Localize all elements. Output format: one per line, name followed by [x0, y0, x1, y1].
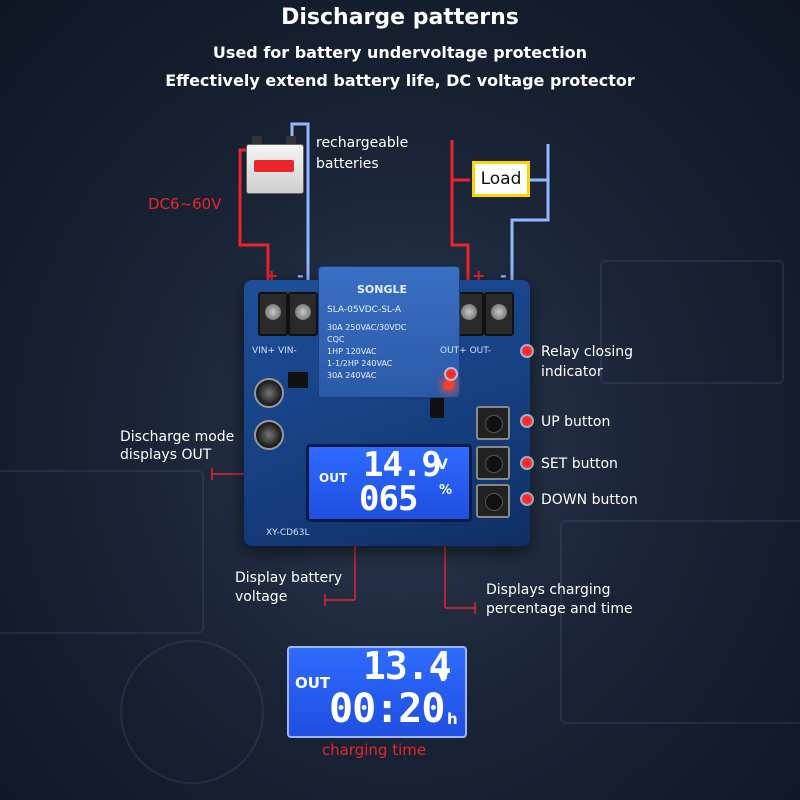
- charging-pct-label-1: Displays charging: [486, 582, 611, 598]
- up-button-label: UP button: [541, 414, 611, 430]
- voltage-range: DC6~60V: [148, 195, 222, 213]
- up-button[interactable]: [476, 406, 510, 440]
- lcd-voltage: 14.9: [363, 445, 442, 485]
- relay-indicator-label-1: Relay closing: [541, 344, 634, 360]
- set-callout-dot: [522, 458, 532, 468]
- load-box: Load: [472, 161, 530, 197]
- vin-minus-mark: -: [297, 266, 304, 285]
- up-callout-dot: [522, 416, 532, 426]
- page-title: Discharge patterns: [281, 5, 519, 30]
- battery-icon: [246, 136, 304, 194]
- chip: [430, 398, 444, 418]
- discharge-mode-label-1: Discharge mode: [120, 429, 235, 445]
- charging-pct-label-2: percentage and time: [486, 601, 633, 617]
- relay-cqc: CQC: [327, 335, 345, 344]
- battery-label-2: batteries: [316, 156, 379, 172]
- vin-plus-terminal: [258, 292, 288, 336]
- out-minus-mark: -: [500, 266, 507, 285]
- bg-trace: [120, 640, 264, 784]
- down-button-label: DOWN button: [541, 492, 638, 508]
- battery-voltage-label-1: Display battery: [235, 570, 343, 586]
- relay-indicator-led: [444, 380, 454, 390]
- lcd-voltage-unit: V: [437, 457, 448, 473]
- lcd-percent: 065: [359, 479, 418, 519]
- out-minus-terminal: [484, 292, 514, 336]
- subtitle-line-1: Used for battery undervoltage protection: [212, 43, 588, 62]
- set-button-label: SET button: [541, 456, 618, 472]
- relay-rating-4: 30A 240VAC: [327, 371, 377, 380]
- zoomed-lcd-voltage: 13.4: [363, 644, 452, 688]
- down-button[interactable]: [476, 484, 510, 518]
- zoomed-lcd-time-unit: h: [447, 710, 458, 728]
- zoomed-lcd-time: 00:20: [329, 686, 445, 732]
- relay-rating-2: 1HP 120VAC: [327, 347, 377, 356]
- vin-minus-terminal: [288, 292, 318, 336]
- battery-voltage-label-2: voltage: [235, 589, 288, 605]
- bg-trace: [560, 520, 800, 724]
- zoomed-lcd-mode: OUT: [295, 674, 331, 692]
- lcd-mode: OUT: [319, 471, 348, 485]
- set-button[interactable]: [476, 446, 510, 480]
- charging-time-caption: charging time: [321, 741, 427, 759]
- capacitor: [254, 420, 284, 450]
- zoomed-lcd-voltage-unit: V: [437, 666, 450, 685]
- board-model: XY-CD63L: [266, 528, 310, 538]
- load-negative-wire: [510, 144, 550, 318]
- load-positive-wire: [450, 140, 470, 318]
- vin-label: VIN+ VIN-: [252, 346, 297, 356]
- relay-rating-3: 1-1/2HP 240VAC: [327, 359, 393, 368]
- bg-trace: [0, 470, 204, 634]
- zoomed-lcd: OUT 13.4 V 00:20 h: [287, 644, 467, 738]
- bg-trace: [600, 260, 784, 384]
- out-label: OUT+ OUT-: [440, 346, 492, 356]
- load-label: Load: [480, 169, 522, 189]
- chip: [288, 372, 308, 388]
- down-callout-dot: [522, 494, 532, 504]
- relay-model: SLA-05VDC-SL-A: [327, 305, 401, 315]
- subtitle-line-2: Effectively extend battery life, DC volt…: [165, 71, 635, 90]
- lcd-percent-unit: %: [439, 483, 453, 498]
- discharge-mode-label-2: displays OUT: [120, 447, 212, 463]
- battery-label-1: rechargeable: [316, 135, 409, 151]
- board-lcd: OUT 14.9 V 065 %: [306, 444, 472, 522]
- relay-brand: SONGLE: [357, 283, 408, 296]
- relay-rating-1: 30A 250VAC/30VDC: [327, 323, 407, 332]
- relay-indicator-dot: [446, 369, 456, 379]
- controller-board: SONGLE SLA-05VDC-SL-A 30A 250VAC/30VDC C…: [244, 266, 530, 546]
- relay-indicator-label-2: indicator: [541, 364, 603, 380]
- relay: SONGLE SLA-05VDC-SL-A 30A 250VAC/30VDC C…: [318, 266, 460, 398]
- capacitor: [254, 378, 284, 408]
- relay-callout-dot: [522, 346, 532, 356]
